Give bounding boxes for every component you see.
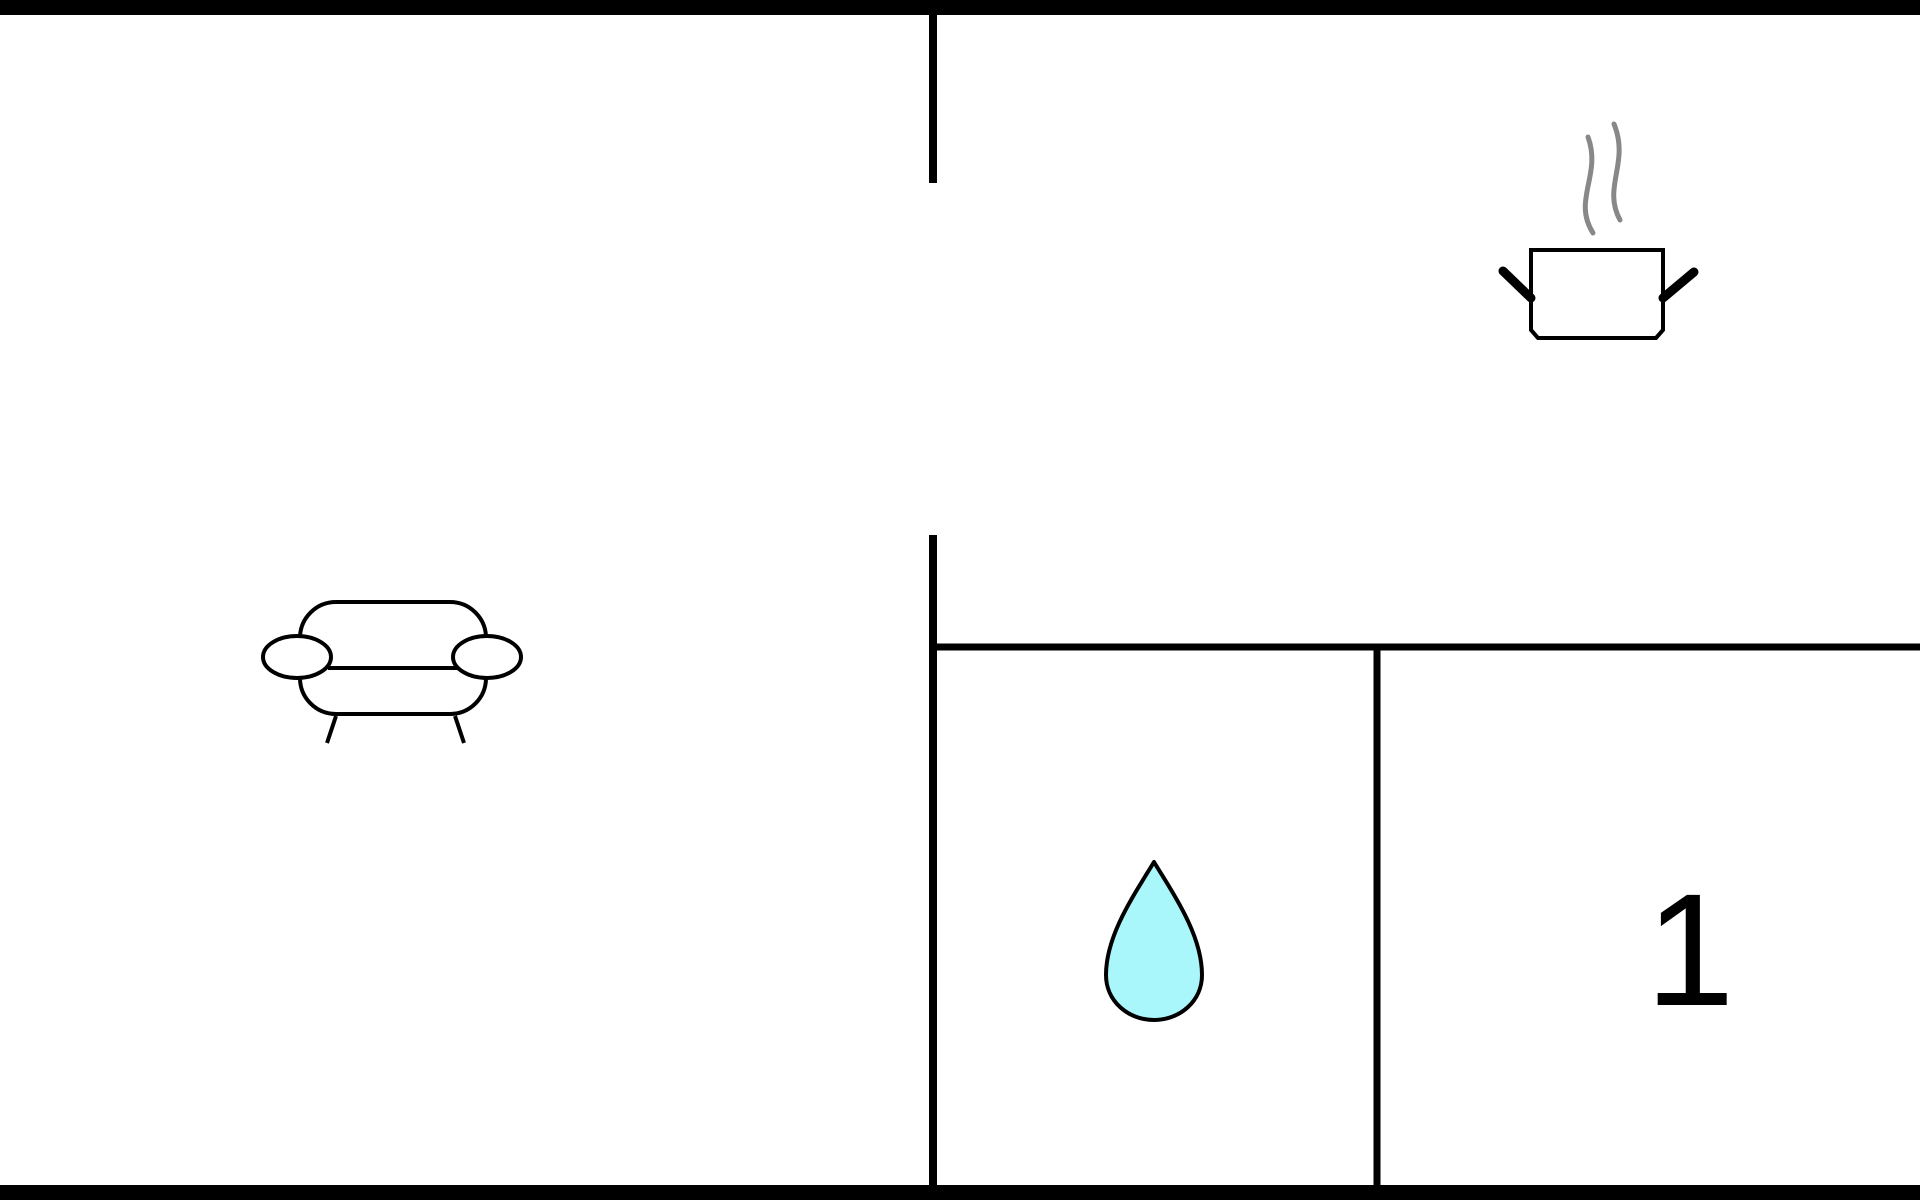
water-drop-icon: [1104, 860, 1204, 1022]
sofa-icon: [261, 600, 523, 744]
bedroom-number: 1: [1646, 860, 1735, 1039]
cooking-pot-icon: [1498, 121, 1699, 340]
steam-icon: [1582, 134, 1596, 236]
